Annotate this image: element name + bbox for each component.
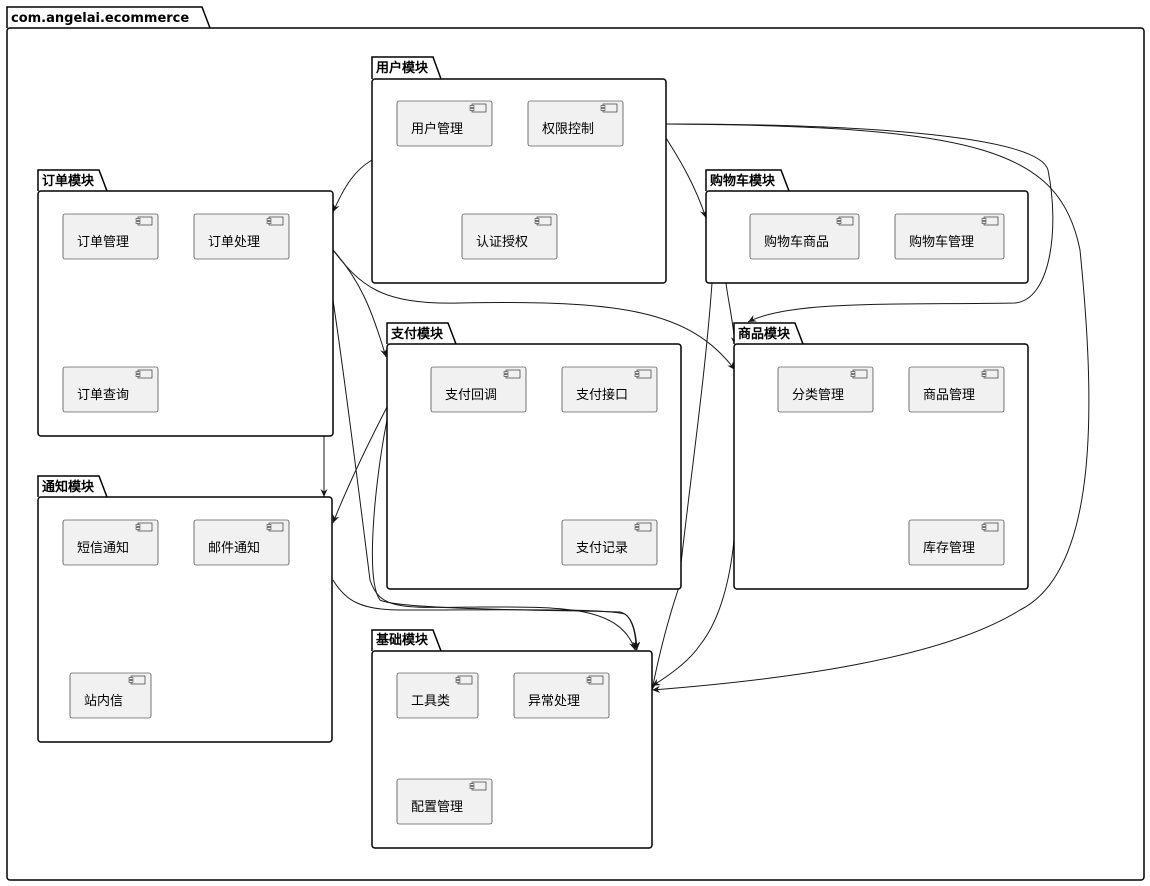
component-label: 支付回调 bbox=[445, 388, 497, 403]
package-user-label: 用户模块 bbox=[375, 60, 429, 76]
component-label: 库存管理 bbox=[923, 540, 975, 556]
component-payment-records: 支付记录 bbox=[561, 519, 658, 566]
component-label: 用户管理 bbox=[411, 121, 463, 137]
component-sms-notification: 短信通知 bbox=[62, 519, 159, 566]
component-exception-handling: 异常处理 bbox=[513, 672, 610, 719]
package-order-label: 订单模块 bbox=[42, 173, 95, 189]
package-cart-label: 购物车模块 bbox=[710, 173, 776, 189]
component-label: 支付记录 bbox=[576, 541, 628, 556]
component-in-site-message: 站内信 bbox=[69, 672, 152, 719]
component-label: 支付接口 bbox=[576, 387, 628, 403]
edge-cart-base bbox=[650, 282, 713, 691]
component-label: 权限控制 bbox=[542, 121, 594, 137]
component-label: 站内信 bbox=[84, 693, 123, 709]
component-label: 购物车商品 bbox=[764, 234, 829, 250]
package-product: 商品模块 分类管理 商品管理 库存管理 bbox=[733, 322, 1029, 590]
edge-order-product bbox=[332, 249, 736, 371]
component-label: 异常处理 bbox=[528, 694, 580, 709]
component-inventory-management: 库存管理 bbox=[908, 519, 1005, 566]
package-base-label: 基础模块 bbox=[375, 632, 429, 648]
edge-user-cart bbox=[665, 137, 707, 219]
component-label: 分类管理 bbox=[792, 388, 844, 403]
edge-product-base bbox=[651, 539, 735, 687]
dependency-edges bbox=[320, 123, 1090, 693]
package-product-label: 商品模块 bbox=[738, 326, 791, 342]
component-order-query: 订单查询 bbox=[62, 366, 159, 413]
component-label: 配置管理 bbox=[411, 800, 463, 815]
component-user-management: 用户管理 bbox=[396, 100, 493, 147]
component-cart-items: 购物车商品 bbox=[749, 213, 860, 260]
edge-user-base bbox=[651, 123, 1090, 693]
component-email-notification: 邮件通知 bbox=[193, 519, 290, 566]
edge-notify-base bbox=[332, 579, 640, 651]
component-permission-control: 权限控制 bbox=[527, 100, 624, 147]
package-notify-label: 通知模块 bbox=[42, 479, 95, 495]
package-payment-label: 支付模块 bbox=[390, 326, 444, 342]
edge-user-order bbox=[332, 159, 373, 213]
package-notify: 通知模块 短信通知 邮件通知 站内信 bbox=[37, 475, 333, 743]
component-label: 商品管理 bbox=[923, 388, 975, 403]
component-label: 邮件通知 bbox=[208, 540, 260, 556]
component-label: 短信通知 bbox=[77, 540, 129, 556]
component-payment-api: 支付接口 bbox=[561, 366, 658, 413]
component-utilities: 工具类 bbox=[396, 672, 479, 719]
component-auth: 认证授权 bbox=[461, 213, 558, 260]
component-product-management: 商品管理 bbox=[908, 366, 1005, 413]
component-label: 订单管理 bbox=[77, 235, 129, 250]
edge-user-product bbox=[665, 123, 1054, 323]
component-order-management: 订单管理 bbox=[62, 213, 159, 260]
package-order: 订单模块 订单管理 订单处理 订单查询 bbox=[37, 169, 334, 437]
package-base: 基础模块 工具类 异常处理 配置管理 bbox=[371, 629, 653, 849]
component-payment-callback: 支付回调 bbox=[430, 366, 527, 413]
component-label: 认证授权 bbox=[476, 234, 528, 250]
edge-payment-notify bbox=[332, 406, 388, 524]
component-label: 订单处理 bbox=[208, 235, 260, 250]
root-package-label: com.angelai.ecommerce bbox=[11, 11, 189, 26]
component-category-management: 分类管理 bbox=[777, 366, 874, 413]
component-label: 工具类 bbox=[411, 694, 450, 709]
component-cart-management: 购物车管理 bbox=[894, 213, 1005, 260]
package-user: 用户模块 用户管理 权限控制 认证授权 bbox=[371, 56, 667, 284]
component-label: 购物车管理 bbox=[909, 234, 974, 250]
package-payment: 支付模块 支付回调 支付接口 支付记录 bbox=[386, 322, 682, 590]
component-config-management: 配置管理 bbox=[396, 778, 493, 825]
component-label: 订单查询 bbox=[77, 388, 129, 403]
component-order-processing: 订单处理 bbox=[193, 213, 290, 260]
package-cart: 购物车模块 购物车商品 购物车管理 bbox=[705, 169, 1029, 284]
